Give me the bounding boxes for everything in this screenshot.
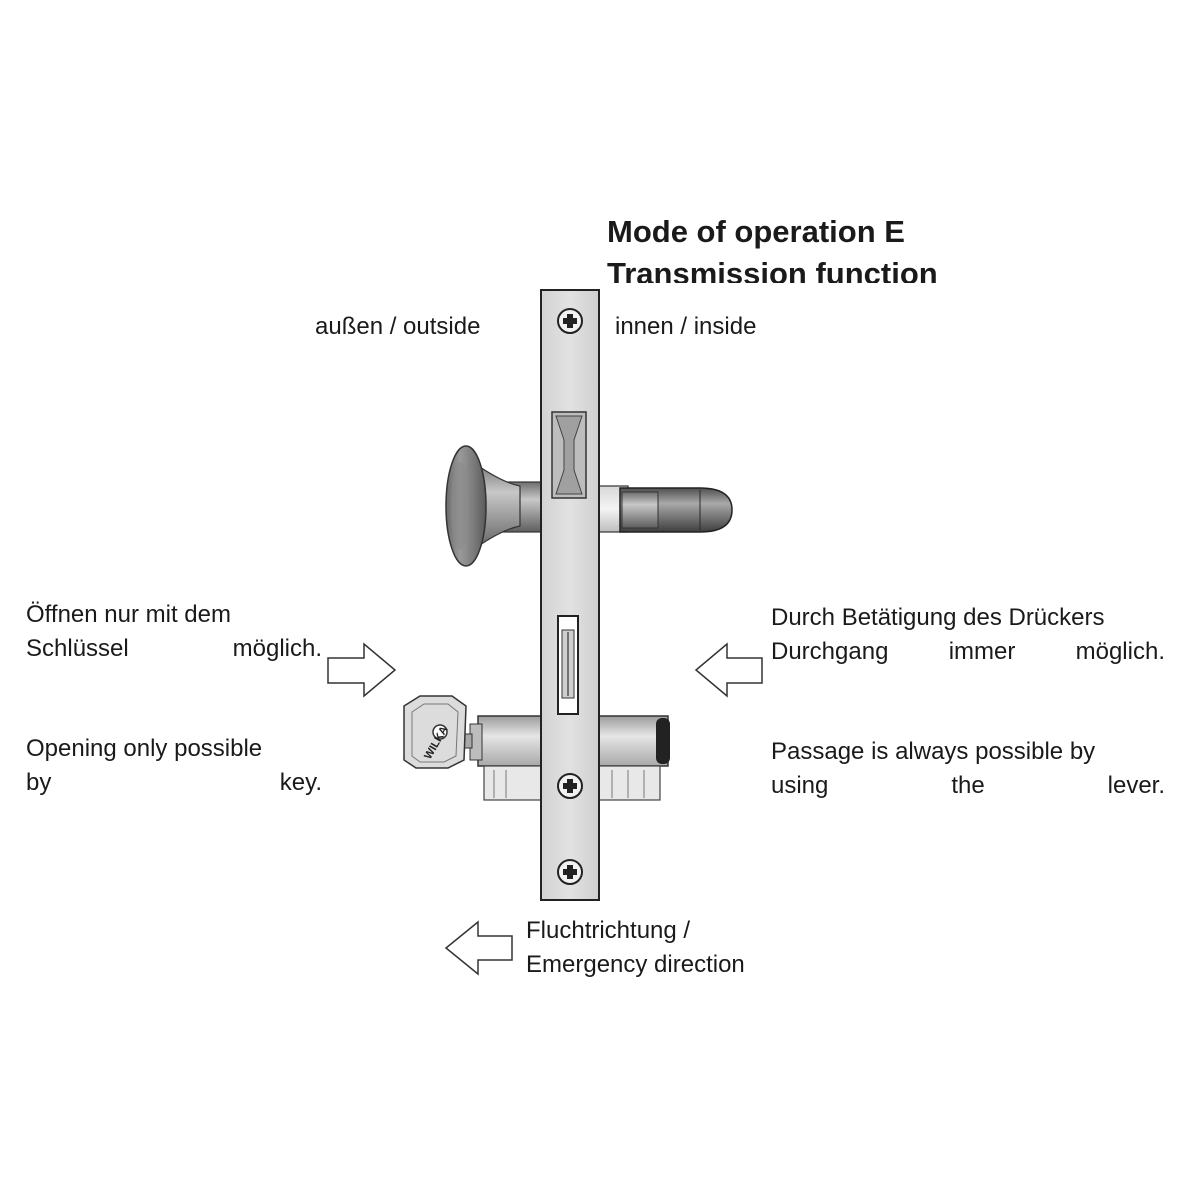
latch [551, 411, 587, 499]
title-line-1: Mode of operation E [607, 214, 905, 249]
outside-label: außen / outside [315, 313, 481, 340]
right-note: Durch Betätigung des Drückers Durchgang … [771, 601, 1165, 837]
right-note-en-line-1: Passage is always possible by [771, 738, 1096, 765]
bolt-opening [557, 615, 579, 715]
escape-arrow-icon [444, 920, 513, 976]
title-line-2-clip: Transmission function [600, 256, 980, 283]
escape-label: Fluchtrichtung / Emergency direction [526, 914, 745, 982]
inside-lever [597, 485, 733, 533]
key: WILKA [403, 695, 467, 769]
left-note-de-line-1: Öffnen nur mit dem [26, 601, 231, 628]
escape-line-2: Emergency direction [526, 951, 745, 978]
bottom-screw [557, 859, 583, 885]
right-note-de-line-2: Durchgang immer möglich. [771, 638, 1165, 665]
right-note-de-line-1: Durch Betätigung des Drückers [771, 604, 1105, 631]
middle-screw [557, 773, 583, 799]
title-line-2: Transmission function [607, 256, 938, 283]
face-plate [540, 289, 600, 901]
arrow-right-icon [327, 642, 397, 698]
top-screw [557, 308, 583, 334]
arrow-left-icon [694, 642, 763, 698]
inside-label: innen / inside [615, 313, 757, 340]
left-note-en-line-1: Opening only possible [26, 735, 263, 762]
left-note-de-line-2: Schlüssel möglich. [26, 635, 322, 662]
left-note: Öffnen nur mit dem Schlüssel möglich. Op… [26, 598, 322, 834]
left-note-en-line-2: by key. [26, 769, 322, 796]
right-note-en-line-2: using the lever. [771, 772, 1165, 799]
outside-knob [445, 445, 545, 567]
escape-line-1: Fluchtrichtung / [526, 917, 691, 944]
